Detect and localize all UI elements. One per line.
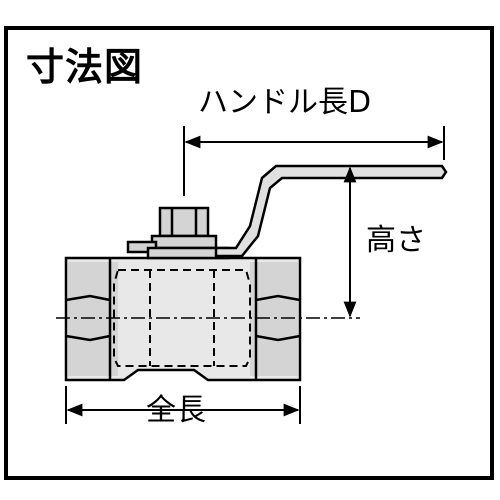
overall-length-label: 全長: [146, 393, 206, 428]
outer-border: [4, 26, 494, 480]
overall-length-dimension: [65, 386, 301, 424]
handle-length-label: ハンドル長D: [198, 85, 372, 120]
stem-nut: [126, 206, 230, 260]
handle: [214, 164, 448, 258]
handle-length-dimension: [183, 126, 445, 196]
height-label: 高さ: [366, 223, 426, 258]
valve-body: [64, 256, 302, 382]
drawing-title: 寸法図: [26, 45, 144, 89]
inner-hidden-lines: [113, 269, 251, 367]
